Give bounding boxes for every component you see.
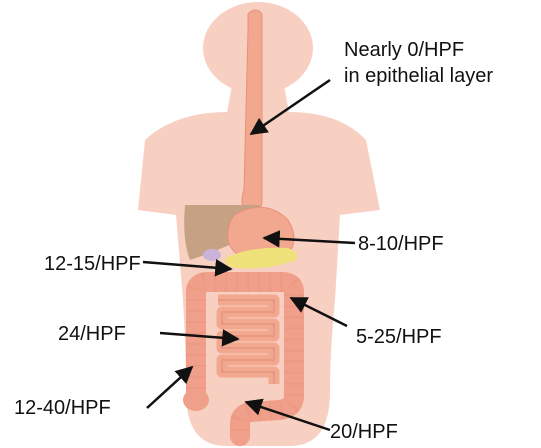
label-duodenum: 12-15/HPF <box>44 252 141 276</box>
cecum <box>183 389 209 411</box>
label-esophagus-line1: Nearly 0/HPF <box>344 38 464 62</box>
label-jejunum: 24/HPF <box>58 322 126 346</box>
label-ileum: 5-25/HPF <box>356 325 442 349</box>
gallbladder <box>203 249 221 261</box>
label-rectum: 20/HPF <box>330 420 398 444</box>
label-stomach: 8-10/HPF <box>358 232 444 256</box>
label-cecum: 12-40/HPF <box>14 396 111 420</box>
label-esophagus-line2: in epithelial layer <box>344 64 493 88</box>
